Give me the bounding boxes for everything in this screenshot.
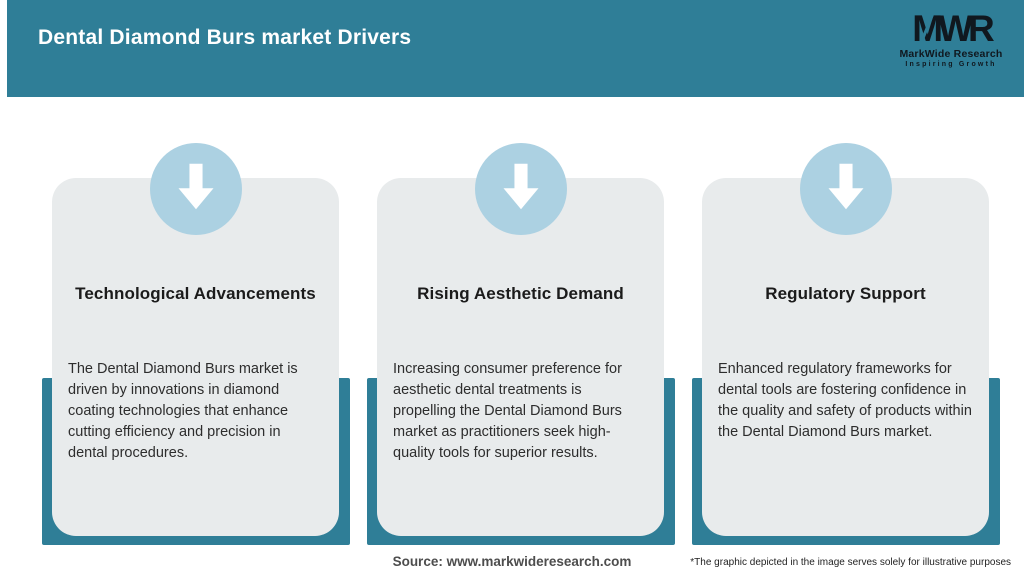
down-arrow-icon bbox=[475, 143, 567, 235]
driver-card: Technological Advancements The Dental Di… bbox=[52, 178, 339, 536]
markwide-research-logo: MWR MarkWide Research Inspiring Growth bbox=[896, 10, 1006, 68]
driver-card: Regulatory Support Enhanced regulatory f… bbox=[702, 178, 989, 536]
card-title: Regulatory Support bbox=[765, 284, 926, 303]
card-description: The Dental Diamond Burs market is driven… bbox=[68, 361, 298, 461]
source-text: Source: www.markwideresearch.com bbox=[392, 554, 632, 569]
driver-card-technological-advancements: Technological Advancements The Dental Di… bbox=[42, 140, 350, 545]
disclaimer-text: *The graphic depicted in the image serve… bbox=[690, 557, 1011, 568]
down-arrow-icon bbox=[800, 143, 892, 235]
driver-card-rising-aesthetic-demand: Rising Aesthetic Demand Increasing consu… bbox=[367, 140, 675, 545]
card-title: Technological Advancements bbox=[75, 284, 316, 303]
driver-card: Rising Aesthetic Demand Increasing consu… bbox=[377, 178, 664, 536]
driver-cards-row: Technological Advancements The Dental Di… bbox=[42, 140, 1000, 545]
logo-tagline: Inspiring Growth bbox=[905, 61, 997, 68]
header-bar: Dental Diamond Burs market Drivers MWR M… bbox=[7, 0, 1024, 97]
page-title: Dental Diamond Burs market Drivers bbox=[38, 26, 412, 49]
card-description: Enhanced regulatory frameworks for denta… bbox=[718, 361, 972, 440]
card-description: Increasing consumer preference for aesth… bbox=[393, 361, 622, 461]
logo-company-name: MarkWide Research bbox=[899, 48, 1003, 60]
card-title: Rising Aesthetic Demand bbox=[417, 284, 624, 303]
driver-card-regulatory-support: Regulatory Support Enhanced regulatory f… bbox=[692, 140, 1000, 545]
down-arrow-icon bbox=[150, 143, 242, 235]
